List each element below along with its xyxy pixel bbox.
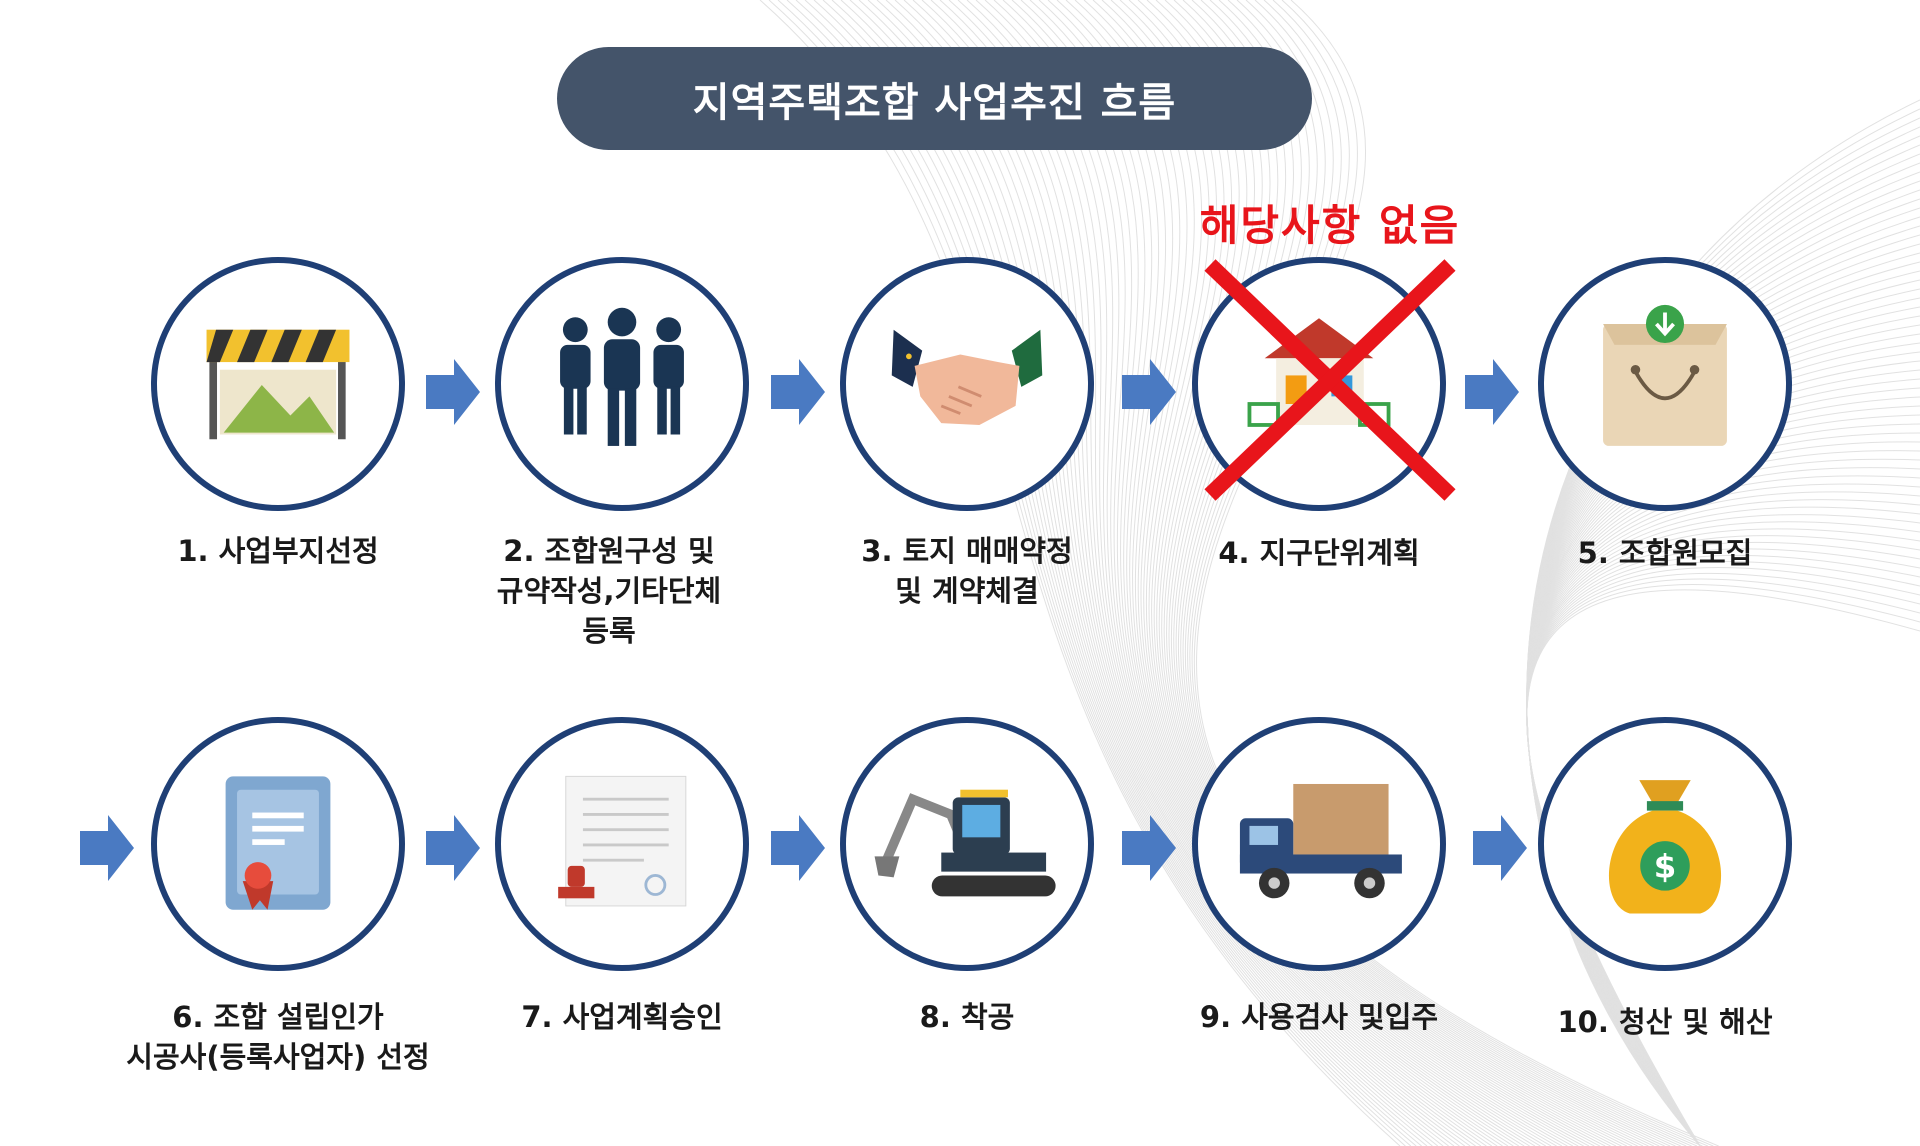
step-10-circle: $ xyxy=(1538,717,1792,971)
step-3-label: 3. 토지 매매약정 및 계약체결 xyxy=(861,534,1073,608)
step-4-label: 4. 지구단위계획 xyxy=(1218,536,1420,570)
money-bag-icon: $ xyxy=(1608,780,1722,914)
step-3-circle xyxy=(840,257,1094,511)
step-5-circle xyxy=(1538,257,1792,511)
step-5-label: 5. 조합원모집 xyxy=(1577,536,1753,570)
page-title: 지역주택조합 사업추진 흐름 xyxy=(557,47,1312,150)
step-7-circle xyxy=(495,717,749,971)
arrow-6-7 xyxy=(426,815,480,881)
step-9-circle xyxy=(1192,717,1446,971)
arrow-1-2 xyxy=(426,359,480,425)
step-1-label: 1. 사업부지선정 xyxy=(177,534,379,568)
step-8-circle xyxy=(840,717,1094,971)
moving-truck-icon xyxy=(1239,783,1402,899)
step-1-circle xyxy=(151,257,405,511)
step-10-label: 10. 청산 및 해산 xyxy=(1557,1005,1773,1039)
handshake-icon xyxy=(891,329,1043,425)
stamp-document-icon xyxy=(558,775,687,907)
people-group-icon xyxy=(560,307,684,446)
arrow-5-6 xyxy=(80,815,134,881)
arrow-9-10 xyxy=(1473,815,1527,881)
construction-barrier-icon xyxy=(206,329,350,440)
svg-text:$: $ xyxy=(1654,847,1677,885)
step-8-label: 8. 착공 xyxy=(919,1000,1015,1034)
step-7-label: 7. 사업계획승인 xyxy=(521,1000,723,1034)
arrow-8-9 xyxy=(1122,815,1176,881)
red-x-icon xyxy=(1204,259,1456,501)
not-applicable-label: 해당사항 없음 xyxy=(1199,201,1461,250)
certificate-icon xyxy=(225,776,331,910)
step-2-label: 2. 조합원구성 및 규약작성,기타단체 등록 xyxy=(496,534,722,648)
arrow-3-4 xyxy=(1122,359,1176,425)
arrow-4-5 xyxy=(1465,359,1519,425)
step-6-label: 6. 조합 설립인가 시공사(등록사업자) 선정 xyxy=(126,1000,430,1074)
step-2-circle xyxy=(495,257,749,511)
excavator-icon xyxy=(874,789,1056,897)
shopping-bag-icon xyxy=(1603,304,1727,446)
step-9-label: 9. 사용검사 및입주 xyxy=(1199,1000,1439,1034)
arrow-7-8 xyxy=(771,815,825,881)
step-6-circle xyxy=(151,717,405,971)
arrow-2-3 xyxy=(771,359,825,425)
